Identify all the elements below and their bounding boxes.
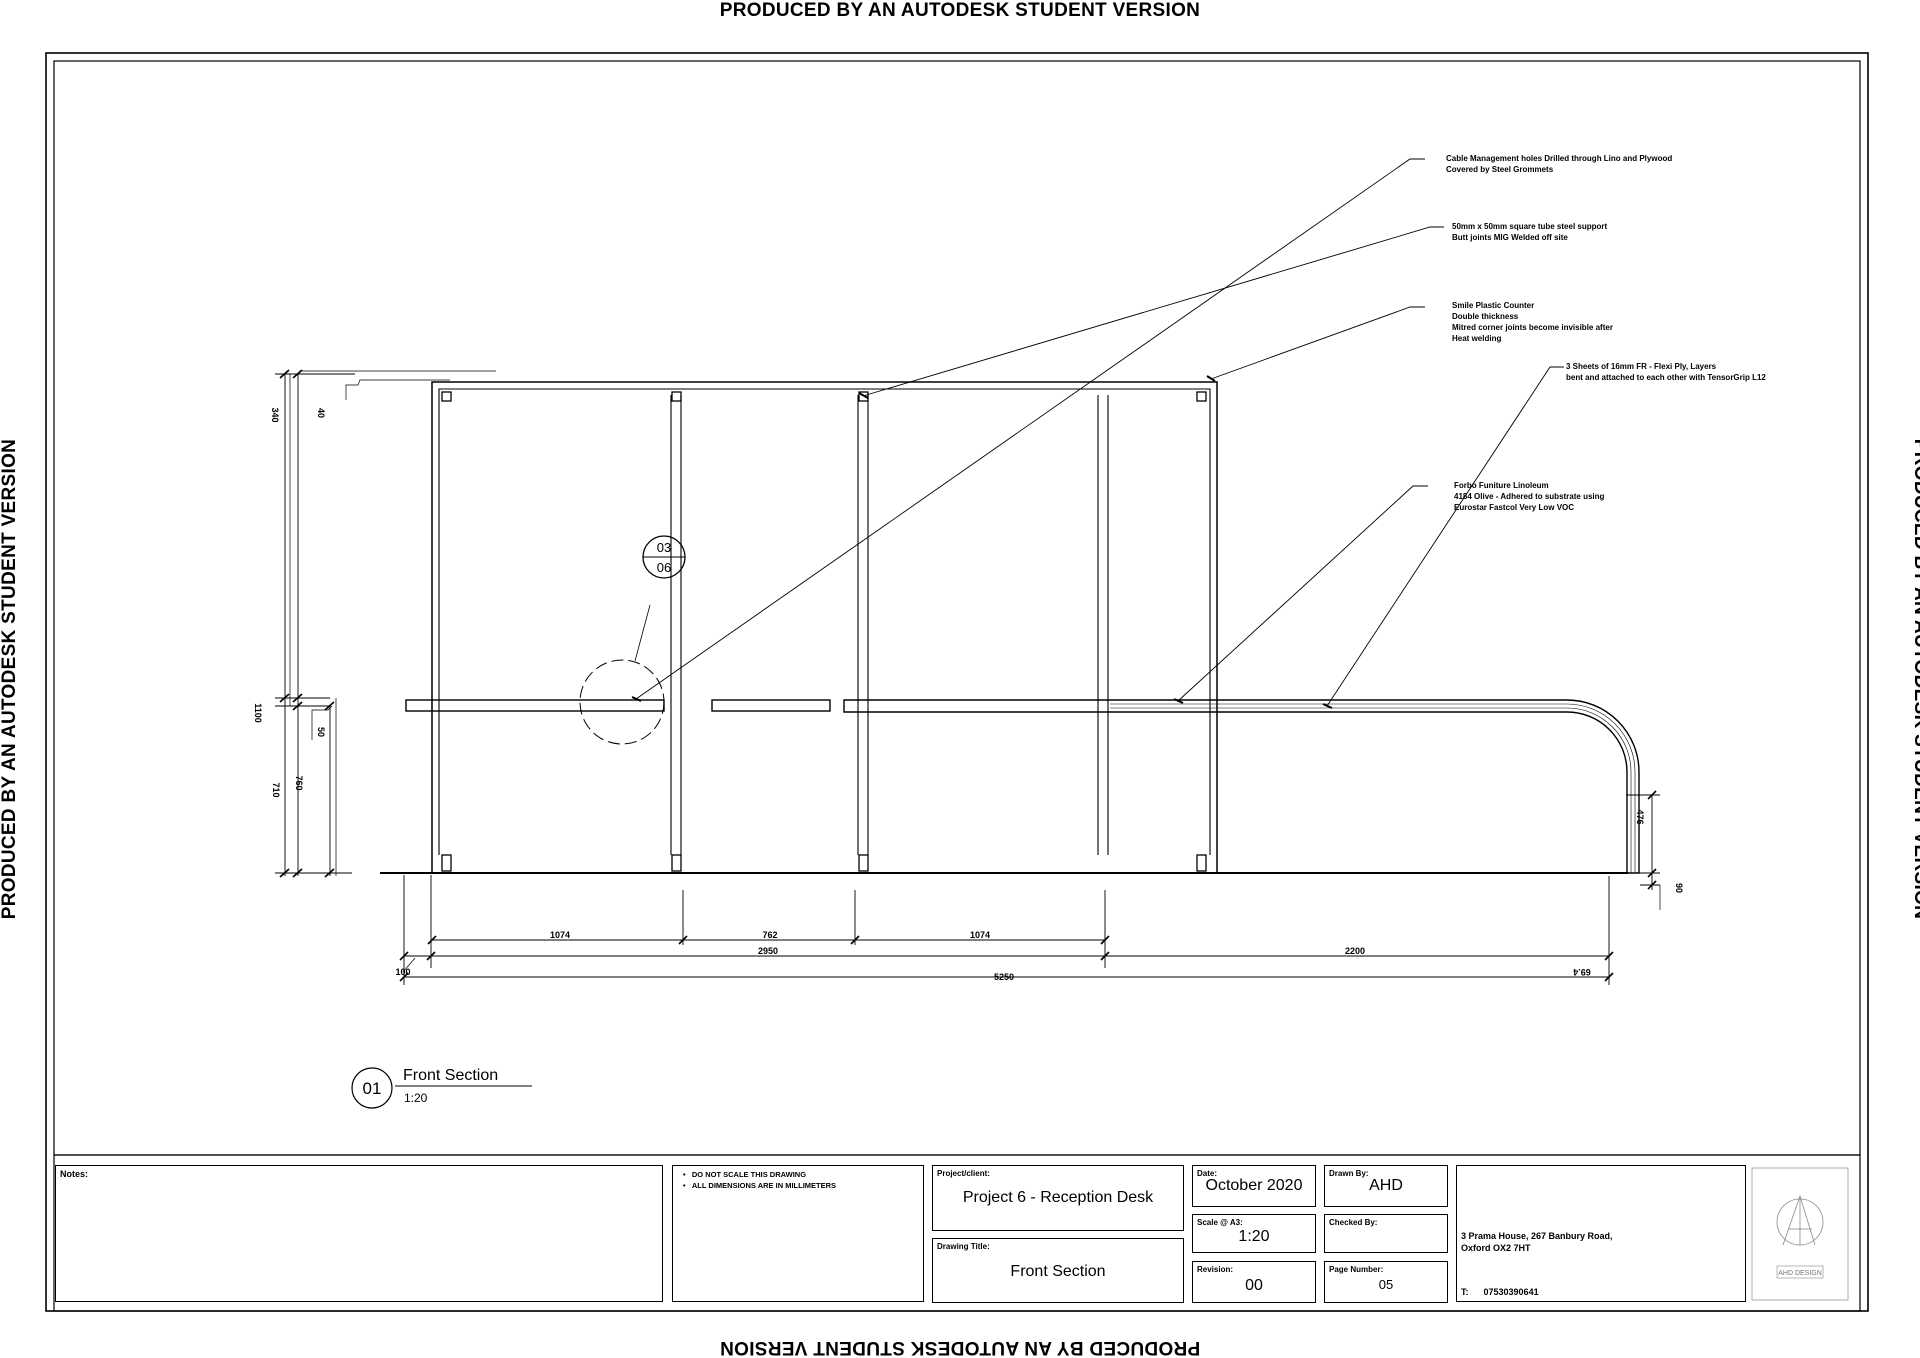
notes-label: Notes: bbox=[60, 1169, 89, 1179]
drawing-title-value: Front Section bbox=[1010, 1263, 1106, 1280]
leaders bbox=[635, 158, 1564, 707]
project-label: Project/client: bbox=[937, 1169, 990, 1178]
dim-476: 476 bbox=[1635, 809, 1645, 824]
dim-5250: 5250 bbox=[994, 972, 1014, 982]
drawing-title-cell: Drawing Title: Front Section bbox=[932, 1238, 1184, 1303]
detail-circle bbox=[579, 659, 665, 745]
desk-top bbox=[405, 699, 1640, 874]
upper-counter-inner bbox=[438, 388, 1211, 855]
project-value: Project 6 - Reception Desk bbox=[962, 1189, 1154, 1206]
left-dim-ticks bbox=[279, 369, 335, 878]
address: 3 Prama House, 267 Banbury Road, Oxford … bbox=[1461, 1230, 1613, 1254]
checked-by-label: Checked By: bbox=[1329, 1218, 1378, 1227]
view-scale: 1:20 bbox=[404, 1091, 428, 1105]
view-title-circle bbox=[351, 1067, 393, 1109]
title-block-frame bbox=[53, 1154, 1861, 1312]
dim-1100: 1100 bbox=[253, 703, 263, 723]
view-number: 01 bbox=[363, 1079, 382, 1098]
phone: T: 07530390641 bbox=[1461, 1286, 1539, 1298]
callout-cable-management: Cable Management holes Drilled through L… bbox=[1446, 154, 1673, 174]
dim-40: 40 bbox=[316, 408, 326, 418]
scale-label: Scale @ A3: bbox=[1197, 1218, 1243, 1227]
general-notes-cell: • DO NOT SCALE THIS DRAWING • ALL DIMENS… bbox=[672, 1165, 924, 1302]
notes-cell: Notes: bbox=[55, 1165, 663, 1302]
page-number-cell: Page Number: 05 bbox=[1324, 1261, 1448, 1303]
dim-69-4: 69.4 bbox=[1573, 967, 1591, 977]
general-note-1: • DO NOT SCALE THIS DRAWING bbox=[683, 1170, 807, 1179]
watermark-top: PRODUCED BY AN AUTODESK STUDENT VERSION bbox=[719, 0, 1201, 21]
drawn-by-label: Drawn By: bbox=[1329, 1169, 1369, 1178]
view-name: Front Section bbox=[403, 1067, 498, 1084]
page-number-label: Page Number: bbox=[1329, 1265, 1384, 1274]
logo-text: AHD DESIGN bbox=[1778, 1270, 1822, 1277]
dim-1074-right: 1074 bbox=[970, 930, 990, 940]
drawing-title-label: Drawing Title: bbox=[937, 1242, 990, 1251]
leader-ticks bbox=[631, 375, 1333, 709]
callout-steel-support: 50mm x 50mm square tube steel support Bu… bbox=[1452, 222, 1608, 242]
drawn-by-cell: Drawn By: AHD bbox=[1324, 1165, 1448, 1207]
callout-forbo-linoleum: Forbo Funiture Linoleum 4184 Olive - Adh… bbox=[1454, 481, 1605, 512]
left-dimensions bbox=[275, 370, 496, 876]
address-line-2: Oxford OX2 7HT bbox=[1461, 1243, 1531, 1253]
dim-100: 100 bbox=[395, 967, 410, 977]
upper-counter-outer bbox=[431, 381, 1218, 873]
logo-mark bbox=[1776, 1194, 1824, 1279]
callout-smile-plastic: Smile Plastic Counter Double thickness M… bbox=[1452, 301, 1613, 343]
dim-2200: 2200 bbox=[1345, 946, 1365, 956]
dim-2950: 2950 bbox=[758, 946, 778, 956]
revision-cell: Revision: 00 bbox=[1192, 1261, 1316, 1303]
address-cell: 3 Prama House, 267 Banbury Road, Oxford … bbox=[1456, 1165, 1746, 1302]
detail-tag-top: 03 bbox=[657, 540, 671, 555]
detail-tag-bottom: 06 bbox=[657, 560, 671, 575]
steel-tube-sections bbox=[441, 391, 1207, 872]
dim-762: 762 bbox=[762, 930, 777, 940]
checked-by-cell: Checked By: bbox=[1324, 1214, 1448, 1253]
logo-frame bbox=[1751, 1167, 1849, 1301]
dim-710: 710 bbox=[271, 782, 281, 797]
date-label: Date: bbox=[1197, 1169, 1218, 1178]
bottom-dim-ticks bbox=[399, 935, 1614, 982]
phone-label: T: bbox=[1461, 1287, 1469, 1297]
dim-760: 760 bbox=[294, 775, 304, 790]
address-line-1: 3 Prama House, 267 Banbury Road, bbox=[1461, 1231, 1613, 1241]
scale-value: 1:20 bbox=[1238, 1228, 1270, 1245]
revision-label: Revision: bbox=[1197, 1265, 1234, 1274]
general-note-2: • ALL DIMENSIONS ARE IN MILLIMETERS bbox=[683, 1181, 837, 1190]
revision-value: 00 bbox=[1245, 1277, 1263, 1294]
legs bbox=[670, 395, 1109, 855]
date-cell: Date: October 2020 bbox=[1192, 1165, 1316, 1207]
scale-cell: Scale @ A3: 1:20 bbox=[1192, 1214, 1316, 1253]
drawn-by-value: AHD bbox=[1369, 1177, 1403, 1194]
dim-50: 50 bbox=[316, 727, 326, 737]
dim-1074-left: 1074 bbox=[550, 930, 570, 940]
dim-340: 340 bbox=[270, 407, 280, 422]
phone-value: 07530390641 bbox=[1483, 1287, 1539, 1297]
callout-flexi-ply: 3 Sheets of 16mm FR - Flexi Ply, Layers … bbox=[1566, 362, 1766, 382]
page-number-value: 05 bbox=[1378, 1277, 1394, 1292]
right-dimensions bbox=[1626, 794, 1661, 910]
general-notes: • DO NOT SCALE THIS DRAWING • ALL DIMENS… bbox=[683, 1169, 836, 1191]
date-value: October 2020 bbox=[1205, 1177, 1303, 1194]
project-cell: Project/client: Project 6 - Reception De… bbox=[932, 1165, 1184, 1231]
bottom-dimensions bbox=[403, 875, 1610, 985]
dim-90: 90 bbox=[1674, 883, 1684, 893]
